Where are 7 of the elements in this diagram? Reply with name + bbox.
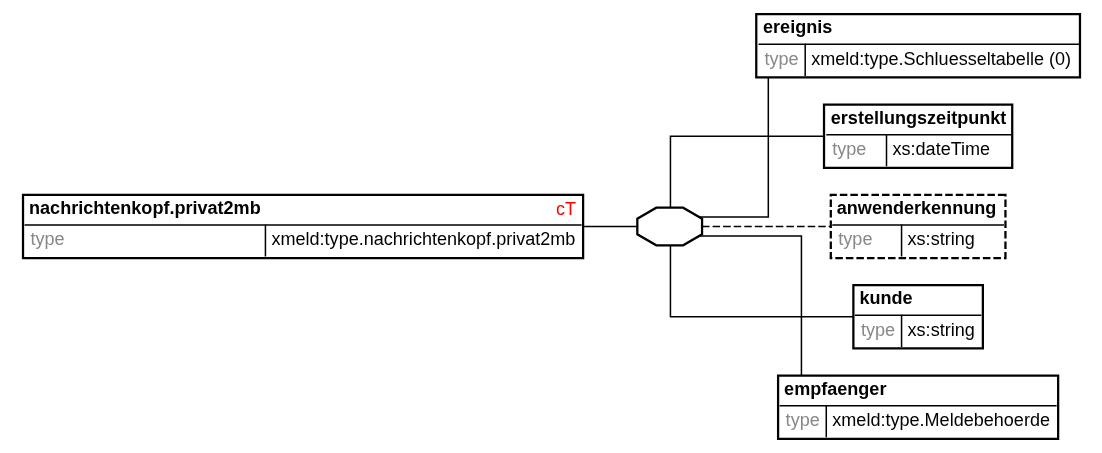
connector [582, 225, 638, 228]
connector [700, 225, 831, 228]
connector [698, 235, 802, 377]
connector [698, 76, 769, 218]
node-octagon [635, 206, 703, 247]
connector [669, 135, 825, 209]
connector [669, 244, 854, 318]
